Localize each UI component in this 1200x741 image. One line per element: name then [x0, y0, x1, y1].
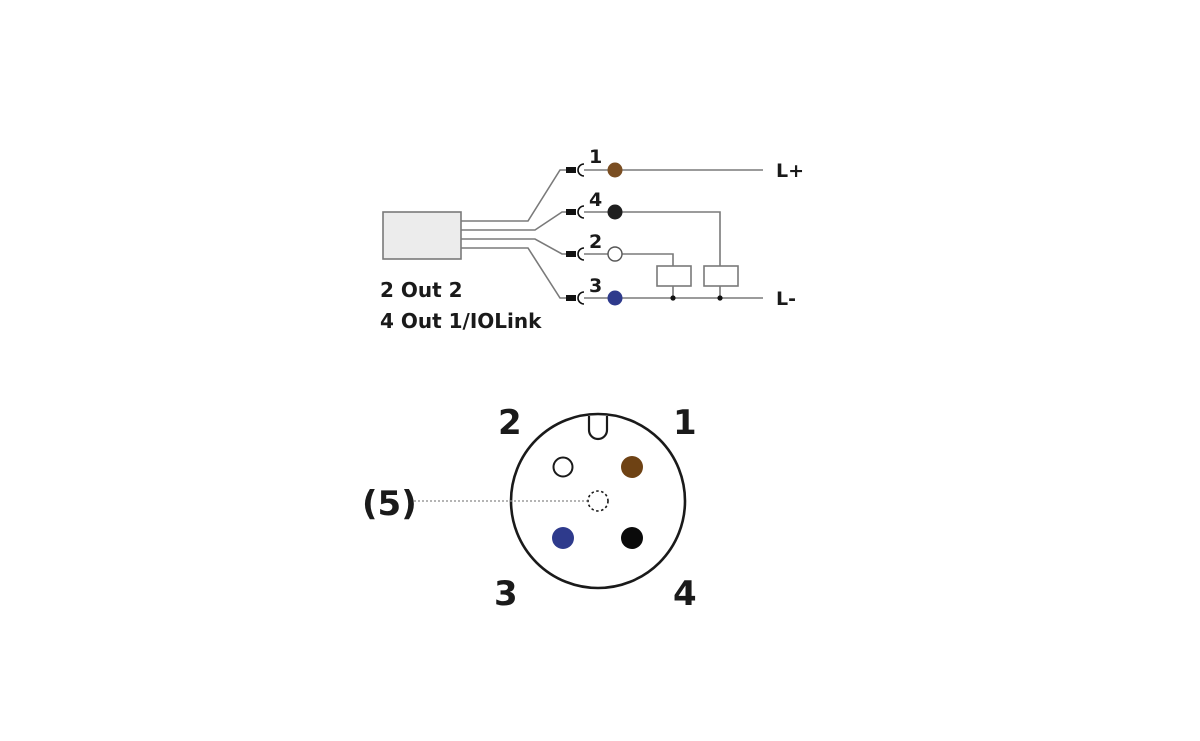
connector-label-4: 4 [673, 574, 697, 614]
connector-pin-3 [552, 527, 574, 549]
load-out1 [703, 265, 739, 287]
legend-out1-iolink: 4 Out 1/IOLink [380, 309, 542, 333]
terminal-dot-4 [607, 204, 623, 220]
wire-pin-label-1: 1 [589, 146, 602, 168]
connector-pin-4 [621, 527, 643, 549]
terminal-dot-1 [607, 162, 623, 178]
terminal-dot-2 [607, 246, 623, 262]
connector-label-2: 2 [498, 403, 522, 443]
terminal-dot-3 [607, 290, 623, 306]
terminal-dots [607, 162, 623, 306]
junction-dot-out2 [670, 295, 676, 301]
wire-pin-label-4: 4 [589, 189, 602, 211]
socket-leads [584, 169, 608, 299]
connector-pin-1 [621, 456, 643, 478]
plug-symbols [566, 163, 585, 305]
plug-symbol-4 [566, 205, 585, 219]
connector-pin-2 [552, 456, 574, 478]
wire-pin-label-3: 3 [589, 275, 602, 297]
wire-pin-label-2: 2 [589, 231, 602, 253]
supply-rails [622, 169, 763, 301]
coding-key-notch [587, 416, 609, 441]
connector-label-5: (5) [362, 484, 417, 524]
junction-dot-out1 [717, 295, 723, 301]
cable-bundle [461, 169, 568, 299]
plug-symbol-2 [566, 247, 585, 261]
plug-symbol-1 [566, 163, 585, 177]
rail-plus-label: L+ [776, 160, 804, 182]
connector-pin-5-optional [587, 490, 609, 512]
out1-line [622, 211, 721, 266]
connector-label-3: 3 [494, 574, 518, 614]
sensor-body [382, 211, 462, 260]
load-out2 [656, 265, 692, 287]
out2-line [622, 253, 674, 266]
legend-out2: 2 Out 2 [380, 278, 463, 302]
connector-face-view: 1 2 3 4 (5) [362, 403, 697, 614]
plug-symbol-3 [566, 291, 585, 305]
connector-label-1: 1 [673, 403, 697, 443]
wiring-schematic: 1 4 2 3 L+ L- 2 Out 2 4 Out 1/IOLink [380, 146, 804, 333]
rail-minus-label: L- [776, 288, 796, 310]
